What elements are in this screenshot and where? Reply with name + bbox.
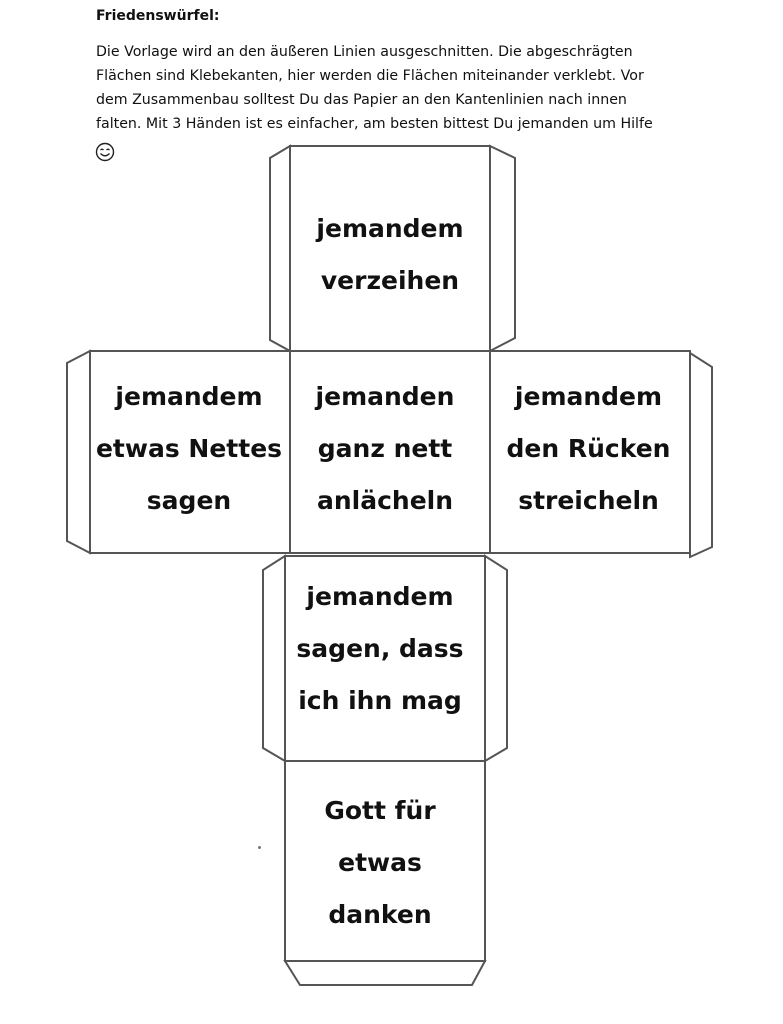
instructions-line: dem Zusammenbau solltest Du das Papier a… [96,92,627,108]
face-text-line: etwas Nettes [95,433,283,463]
face-text-line: ich ihn mag [298,685,462,715]
face-text-line: jemandem [306,581,454,611]
instructions-line: Flächen sind Klebekanten, hier werden di… [96,68,644,84]
face-top-text: jemandem verzeihen [290,146,490,351]
face-text-line: jemandem [514,381,663,411]
face-text-line: jemandem [115,381,263,411]
document-title: Friedenswürfel: [96,8,220,24]
face-text-line: sagen, dass [296,633,464,663]
face-text-line: jemandem [316,213,464,243]
face-text-line: jemanden [315,381,455,411]
glue-flap-top-right [489,144,516,353]
face-left-text: jemandem etwas Nettes sagen [74,351,304,546]
instructions-line: falten. Mit 3 Händen ist es einfacher, a… [96,116,653,132]
face-text-line: danken [328,900,432,929]
face-text-line: streicheln [518,485,659,515]
face-text-line: verzeihen [320,265,460,295]
face-center-text: jemanden ganz nett anlächeln [285,351,485,546]
glue-flap-right [689,351,713,559]
glue-flap-lower-left [262,554,286,763]
face-lower-text: jemandem sagen, dass ich ihn mag [280,556,480,741]
paper-speck [258,846,261,849]
face-text-line: Gott für [324,796,436,825]
face-right-text: jemandem den Rücken streicheln [486,351,691,546]
glue-flap-bottom [283,960,487,986]
smiley-face-icon [95,142,115,162]
face-text-line: ganz nett [317,433,453,463]
glue-flap-left [66,349,91,555]
glue-flap-lower-right [484,554,508,763]
face-text-line: anlächeln [316,485,454,515]
face-text-line: den Rücken [506,433,671,463]
face-bottom-text: Gott für etwas danken [285,768,475,958]
face-text-line: sagen [146,485,232,515]
instructions-line: Die Vorlage wird an den äußeren Linien a… [96,44,633,60]
instructions-paragraph: Die Vorlage wird an den äußeren Linien a… [96,40,696,136]
glue-flap-top-left [269,144,291,353]
face-text-line: etwas [338,848,422,877]
